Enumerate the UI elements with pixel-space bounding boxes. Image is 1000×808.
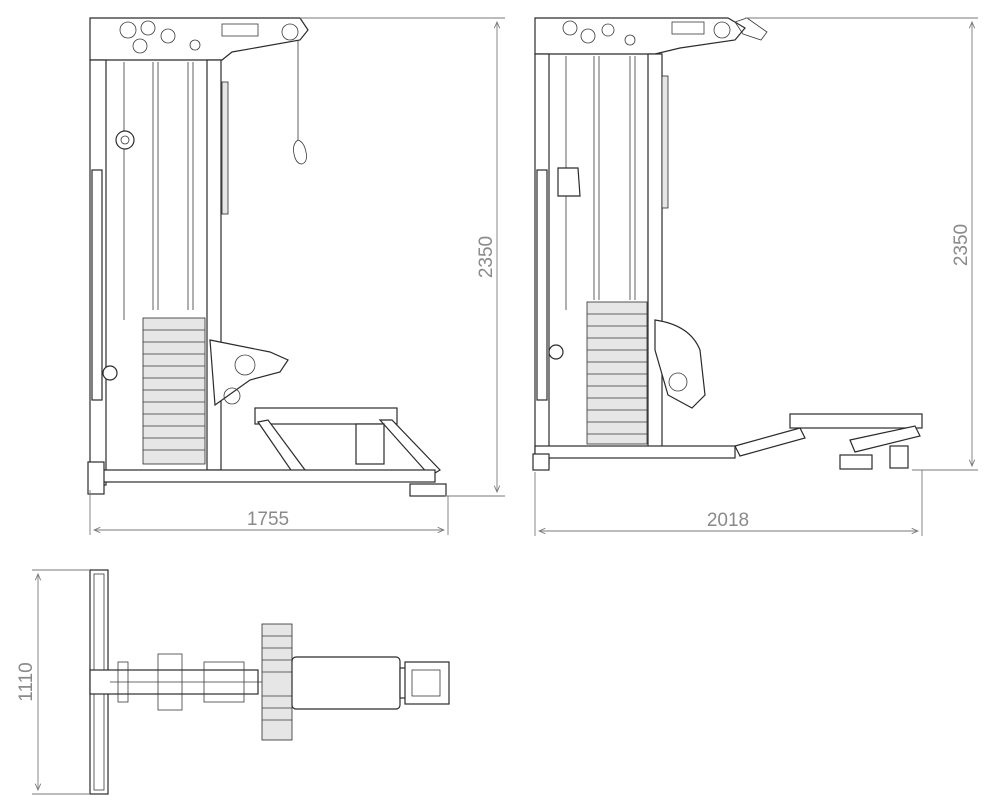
pulley-cluster-2 xyxy=(562,20,731,46)
side-view-bench-position xyxy=(87,17,447,497)
view3-width-dimension: 1110 xyxy=(16,569,90,795)
view2-width-label: 2018 xyxy=(707,510,749,531)
pulley-cluster xyxy=(119,20,299,54)
weight-stack xyxy=(142,317,206,465)
view2-height-label: 2350 xyxy=(951,224,972,266)
view2-height-dimension: 2350 xyxy=(745,17,978,471)
view1-height-dimension: 2350 xyxy=(300,17,505,497)
weight-stack-2 xyxy=(586,301,648,445)
view3-width-label: 1110 xyxy=(16,662,37,701)
view2-width-dimension: 2018 xyxy=(534,470,923,536)
side-view-extended-position xyxy=(532,17,923,471)
top-view xyxy=(89,569,450,795)
view1-height-label: 2350 xyxy=(476,236,497,278)
view1-width-dimension: 1755 xyxy=(89,490,449,535)
view1-width-label: 1755 xyxy=(247,509,289,530)
